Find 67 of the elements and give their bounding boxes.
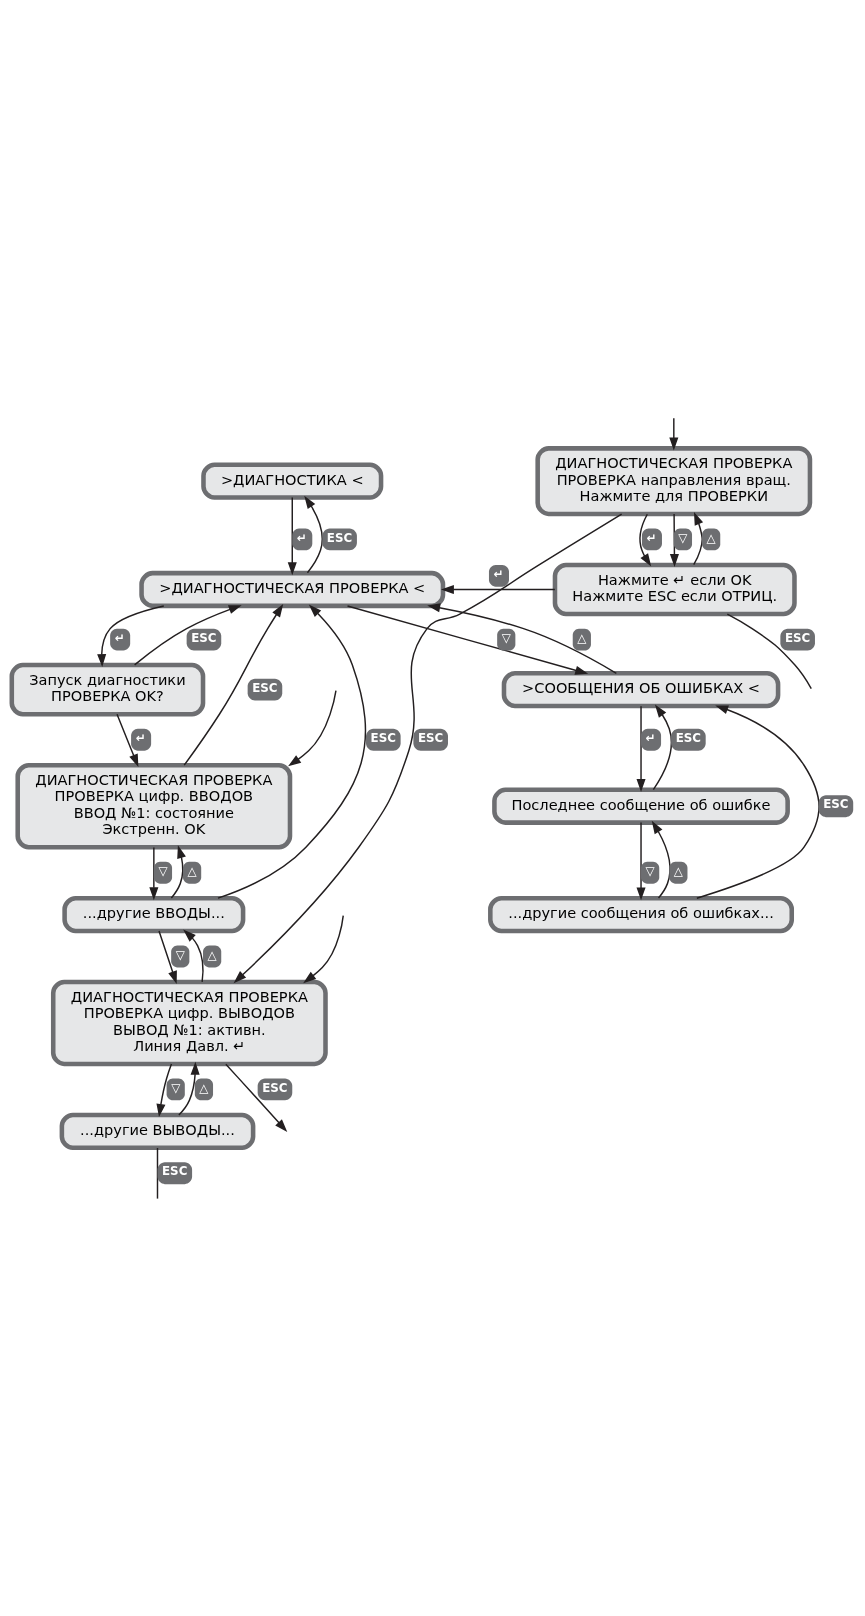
edge-label: ESC	[326, 530, 353, 545]
edge-label: ESC	[370, 730, 396, 745]
edge-label: △	[199, 1080, 209, 1095]
edge-label: ESC	[417, 730, 444, 745]
arrow	[97, 604, 165, 667]
arrow	[304, 495, 323, 573]
arrow	[693, 511, 704, 565]
node-box: Последнее сообщение об ошибке	[492, 787, 790, 825]
edge-label: ESC	[784, 630, 811, 645]
arrow	[156, 1062, 173, 1117]
arrow	[636, 821, 646, 900]
node-box: ...другие ВЫВОДЫ...	[59, 1112, 256, 1150]
edge-label: ESC	[162, 1163, 188, 1178]
edge-label: ESC	[823, 796, 849, 811]
edge-label: △	[706, 530, 716, 545]
node-box: >ДИАГНОСТИКА <	[201, 461, 384, 500]
edge-label: △	[207, 947, 217, 962]
arrow	[651, 820, 671, 899]
arrow	[149, 846, 159, 900]
arrow	[133, 604, 242, 666]
edge-label: ↵	[646, 530, 657, 545]
node-box: Нажмите ↵ если OK Нажмите ESC если ОТРИЦ.	[552, 562, 797, 616]
edge-label: ↵	[135, 730, 146, 745]
arrow	[217, 604, 367, 899]
edge-label: ESC	[262, 1080, 288, 1095]
arrow	[170, 844, 186, 899]
arrow	[440, 584, 556, 594]
arrow	[233, 512, 623, 983]
arrow	[639, 513, 652, 567]
node-box: ДИАГНОСТИЧЕСКАЯ ПРОВЕРКА ПРОВЕРКА направления вращ. Нажмите для ПРОВЕРКИ	[535, 445, 813, 516]
edge-label: ▽	[158, 863, 168, 878]
edge-label: ↵	[493, 566, 504, 581]
node-box: ...другие сообщения об ошибках...	[488, 895, 794, 933]
edge-label: △	[577, 630, 587, 645]
arrow	[116, 713, 139, 767]
edge-label: ▽	[645, 863, 655, 878]
node-box: ДИАГНОСТИЧЕСКАЯ ПРОВЕРКА ПРОВЕРКА цифр. ВЫВОДОВ ВЫВОД №1: активн. Линия Давл. ↵	[50, 979, 328, 1066]
edge-label: ▽	[171, 1080, 181, 1095]
arrow	[287, 496, 297, 575]
arrow	[225, 1062, 288, 1132]
node-box: Запуск диагностики ПРОВЕРКА OK?	[9, 662, 206, 717]
arrow	[652, 704, 672, 790]
node-box: >СООБЩЕНИЯ ОБ ОШИБКАХ <	[501, 670, 781, 708]
edge-label: ↵	[114, 630, 125, 645]
edge-label: △	[187, 863, 197, 878]
edge-label: ▽	[175, 947, 185, 962]
edge-label: ESC	[675, 730, 701, 745]
edge-label: ↵	[296, 530, 307, 545]
edge-label: △	[673, 863, 683, 878]
arrow	[427, 602, 618, 674]
node-box: >ДИАГНОСТИЧЕСКАЯ ПРОВЕРКА <	[139, 570, 446, 608]
edge-label: ESC	[252, 680, 278, 695]
edge-label: ↵	[645, 730, 656, 745]
arrow	[288, 689, 337, 766]
arrow	[696, 704, 820, 899]
edge-label: ▽	[501, 630, 511, 645]
arrow	[636, 705, 646, 792]
arrow	[158, 929, 177, 984]
node-box: ...другие ВВОДЫ...	[62, 895, 246, 933]
arrow	[669, 417, 679, 450]
arrow	[183, 929, 204, 983]
node-box: ДИАГНОСТИЧЕСКАЯ ПРОВЕРКА ПРОВЕРКА цифр. ВВОДОВ ВВОД №1: состояние Экстренн. OK	[15, 762, 293, 849]
edge-label: ▽	[678, 530, 688, 545]
arrow	[178, 1061, 200, 1116]
arrow	[669, 512, 679, 567]
edge-label: ESC	[191, 630, 217, 645]
arrow	[303, 914, 344, 983]
